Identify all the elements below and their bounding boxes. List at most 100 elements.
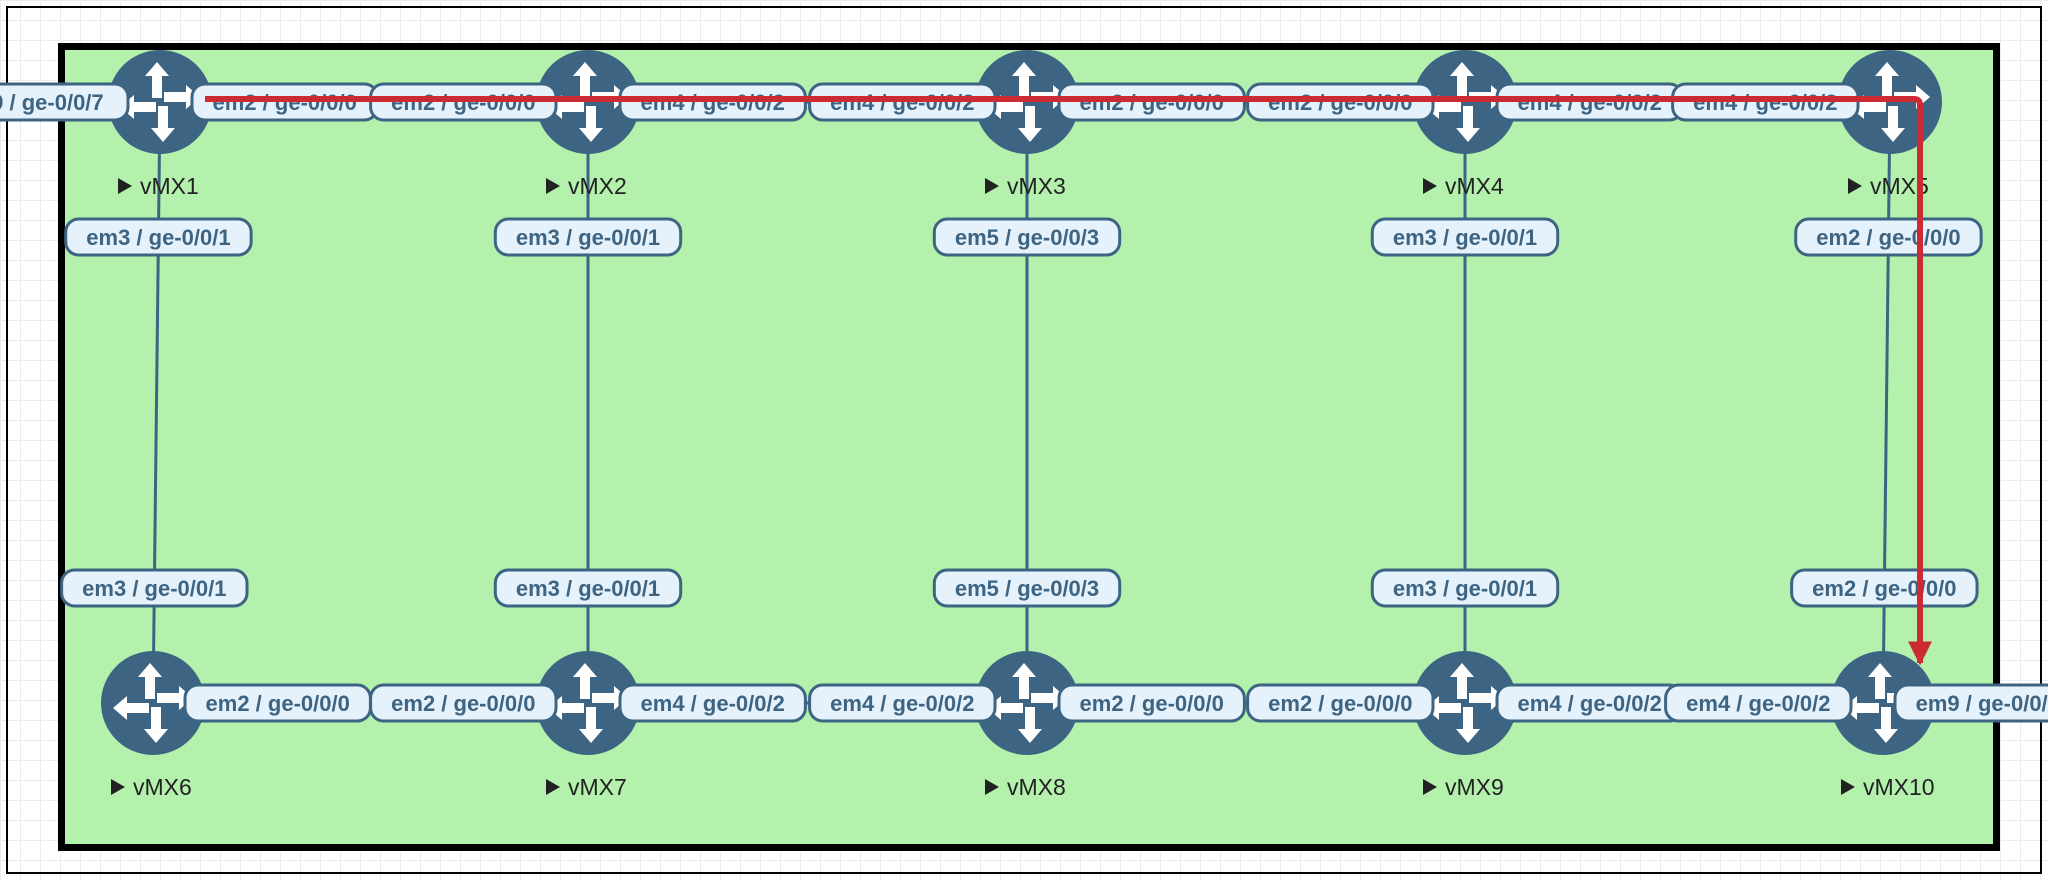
interface-label-text: em2 / ge-0/0/0 bbox=[391, 90, 535, 115]
interface-label-vmx6: em2 / ge-0/0/0 bbox=[183, 683, 372, 723]
interface-label-text: em2 / ge-0/0/0 bbox=[1812, 576, 1956, 601]
interface-label-text: em4 / ge-0/0/2 bbox=[641, 691, 785, 716]
node-name-vmx10: vMX10 bbox=[1841, 774, 1935, 800]
interface-label-bg bbox=[1370, 217, 1560, 257]
interface-label-vmx8: em5 / ge-0/0/3 bbox=[932, 568, 1122, 608]
interface-label-text: em4 / ge-0/0/2 bbox=[830, 90, 974, 115]
interface-label-bg bbox=[493, 568, 683, 608]
diagram-frame: em2 / ge-0/0/0 em2 / ge-0/0/0 em4 / ge-0/0… bbox=[0, 6, 2048, 874]
interface-label-bg bbox=[1790, 568, 1979, 608]
expand-triangle-icon[interactable] bbox=[111, 779, 125, 795]
interface-label-vmx9: em4 / ge-0/0/2 bbox=[1495, 683, 1684, 723]
interface-label-vmx4: em3 / ge-0/0/1 bbox=[1370, 217, 1560, 257]
interface-label-text: em2 / ge-0/0/0 bbox=[1268, 691, 1412, 716]
interface-label-vmx10: em2 / ge-0/0/0 bbox=[1790, 568, 1979, 608]
router-icon[interactable] bbox=[1413, 651, 1517, 755]
node-name-text: vMX1 bbox=[140, 173, 199, 199]
interface-label-bg bbox=[1664, 683, 1853, 723]
interface-label-text: em2 / ge-0/0/0 bbox=[391, 691, 535, 716]
interface-label-vmx2: em3 / ge-0/0/1 bbox=[493, 217, 683, 257]
node-name-vmx9: vMX9 bbox=[1423, 774, 1504, 800]
router-icon[interactable] bbox=[975, 651, 1079, 755]
interface-label-bg bbox=[1794, 217, 1983, 257]
topology-diagram: em2 / ge-0/0/0 em2 / ge-0/0/0 em4 / ge-0/0… bbox=[0, 50, 2048, 800]
interface-label-bg bbox=[932, 217, 1122, 257]
expand-triangle-icon[interactable] bbox=[546, 178, 560, 194]
node-name-text: vMX6 bbox=[133, 774, 192, 800]
interface-label-text: em3 / ge-0/0/1 bbox=[86, 225, 230, 250]
expand-triangle-icon[interactable] bbox=[1423, 178, 1437, 194]
node-name-vmx1: vMX1 bbox=[118, 173, 199, 199]
highlighted-path-arrow bbox=[205, 96, 1932, 666]
expand-triangle-icon[interactable] bbox=[1423, 779, 1437, 795]
external-interface-label: 9 / ge-0/0/7 bbox=[0, 82, 130, 122]
interface-label-text: em3 / ge-0/0/1 bbox=[516, 576, 660, 601]
interface-label-text: em3 / ge-0/0/1 bbox=[1393, 576, 1537, 601]
interface-label-bg bbox=[493, 217, 683, 257]
node-name-vmx6: vMX6 bbox=[111, 774, 192, 800]
expand-triangle-icon[interactable] bbox=[1848, 178, 1862, 194]
interface-label-bg bbox=[1057, 683, 1246, 723]
expand-triangle-icon[interactable] bbox=[118, 178, 132, 194]
interface-label-text: em4 / ge-0/0/2 bbox=[830, 691, 974, 716]
interface-label-vmx6: em3 / ge-0/0/1 bbox=[60, 568, 249, 608]
interface-label-text: em2 / ge-0/0/0 bbox=[1816, 225, 1960, 250]
router-icon[interactable] bbox=[108, 50, 212, 154]
interface-label-bg bbox=[808, 683, 997, 723]
interface-label-text: em9 / ge-0/0/ bbox=[1916, 691, 2048, 716]
interface-label-bg bbox=[0, 82, 130, 122]
interface-label-text: em2 / ge-0/0/0 bbox=[1080, 691, 1224, 716]
node-name-text: vMX8 bbox=[1007, 774, 1066, 800]
interface-label-text: em5 / ge-0/0/3 bbox=[955, 576, 1099, 601]
expand-triangle-icon[interactable] bbox=[546, 779, 560, 795]
expand-triangle-icon[interactable] bbox=[985, 178, 999, 194]
interface-label-vmx7: em3 / ge-0/0/1 bbox=[493, 568, 683, 608]
node-name-text: vMX3 bbox=[1007, 173, 1066, 199]
interface-label-bg bbox=[64, 217, 253, 257]
expand-triangle-icon[interactable] bbox=[985, 779, 999, 795]
node-name-text: vMX7 bbox=[568, 774, 627, 800]
node-name-vmx5: vMX5 bbox=[1848, 173, 1929, 199]
interface-label-vmx5: em2 / ge-0/0/0 bbox=[1794, 217, 1983, 257]
interface-label-vmx3: em5 / ge-0/0/3 bbox=[932, 217, 1122, 257]
interface-label-vmx9: em2 / ge-0/0/0 bbox=[1246, 683, 1435, 723]
interface-label-vmx7: em2 / ge-0/0/0 bbox=[369, 683, 558, 723]
topology-canvas: em2 / ge-0/0/0 em2 / ge-0/0/0 em4 / ge-0/0… bbox=[0, 43, 2048, 851]
interface-label-vmx8: em2 / ge-0/0/0 bbox=[1057, 683, 1246, 723]
node-name-text: vMX9 bbox=[1445, 774, 1504, 800]
node-name-text: vMX10 bbox=[1863, 774, 1935, 800]
interface-label-bg bbox=[1370, 568, 1560, 608]
interface-label-text: em4 / ge-0/0/2 bbox=[1693, 90, 1837, 115]
interface-label-bg bbox=[60, 568, 249, 608]
interface-label-text: em2 / ge-0/0/0 bbox=[1268, 90, 1412, 115]
interface-label-vmx1: em3 / ge-0/0/1 bbox=[64, 217, 253, 257]
interface-label-vmx7: em4 / ge-0/0/2 bbox=[618, 683, 807, 723]
interface-label-bg bbox=[1893, 683, 2048, 723]
node-name-vmx2: vMX2 bbox=[546, 173, 627, 199]
router-icon[interactable] bbox=[101, 651, 205, 755]
expand-triangle-icon[interactable] bbox=[1841, 779, 1855, 795]
router-icon[interactable] bbox=[536, 651, 640, 755]
interface-label-text: 9 / ge-0/0/7 bbox=[0, 90, 104, 115]
node-name-vmx8: vMX8 bbox=[985, 774, 1066, 800]
interface-label-vmx9: em3 / ge-0/0/1 bbox=[1370, 568, 1560, 608]
router-icon[interactable] bbox=[1831, 651, 1935, 755]
interface-label-bg bbox=[618, 683, 807, 723]
interface-label-bg bbox=[932, 568, 1122, 608]
node-name-vmx7: vMX7 bbox=[546, 774, 627, 800]
interface-label-text: em4 / ge-0/0/2 bbox=[1686, 691, 1830, 716]
interface-label-text: em5 / ge-0/0/3 bbox=[955, 225, 1099, 250]
interface-label-bg bbox=[369, 683, 558, 723]
node-name-vmx4: vMX4 bbox=[1423, 173, 1504, 199]
interface-label-text: em2 / ge-0/0/0 bbox=[213, 90, 357, 115]
interface-label-text: em3 / ge-0/0/1 bbox=[516, 225, 660, 250]
interface-label-text: em2 / ge-0/0/0 bbox=[206, 691, 350, 716]
interface-label-text: em4 / ge-0/0/2 bbox=[1518, 90, 1662, 115]
external-interface-label: em9 / ge-0/0/ bbox=[1893, 683, 2048, 723]
interface-label-text: em2 / ge-0/0/0 bbox=[1080, 90, 1224, 115]
interface-label-vmx10: em4 / ge-0/0/2 bbox=[1664, 683, 1853, 723]
interface-label-vmx8: em4 / ge-0/0/2 bbox=[808, 683, 997, 723]
interface-label-text: em3 / ge-0/0/1 bbox=[82, 576, 226, 601]
node-name-vmx3: vMX3 bbox=[985, 173, 1066, 199]
interface-label-text: em4 / ge-0/0/2 bbox=[641, 90, 785, 115]
